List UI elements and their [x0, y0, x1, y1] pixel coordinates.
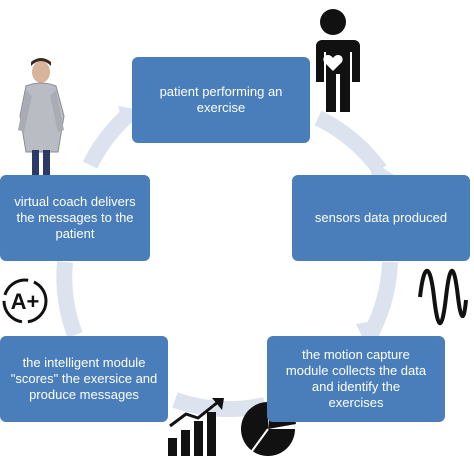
step-patient-label: patient performing an exercise	[159, 84, 283, 115]
virtual-coach-avatar	[18, 58, 65, 191]
arrow-top-left	[82, 109, 134, 169]
arrowhead-bottom-right	[356, 320, 380, 345]
step-coach-label: virtual coach delivers the messages to t…	[14, 194, 136, 241]
signal-wave-icon	[418, 269, 468, 325]
step-capture-box: the motion capture module collects the d…	[267, 336, 445, 422]
bar-chart-icon	[168, 398, 224, 456]
step-sensors-label: sensors data produced	[314, 210, 448, 225]
grade-badge-text: A+	[11, 289, 40, 314]
step-patient-box: patient performing an exercise	[132, 57, 310, 143]
step-capture-label: the motion capture module collects the d…	[285, 347, 427, 410]
patient-heart-icon	[312, 9, 360, 112]
grade-badge-icon: A+	[2, 278, 48, 324]
step-coach-box: virtual coach delivers the messages to t…	[0, 175, 150, 261]
step-sensors-box: sensors data produced	[292, 175, 470, 261]
step-intelligent-label: the intelligent module "scores" the exer…	[10, 355, 158, 402]
arrow-left-lower	[56, 261, 83, 338]
step-intelligent-box: the intelligent module "scores" the exer…	[0, 336, 168, 422]
